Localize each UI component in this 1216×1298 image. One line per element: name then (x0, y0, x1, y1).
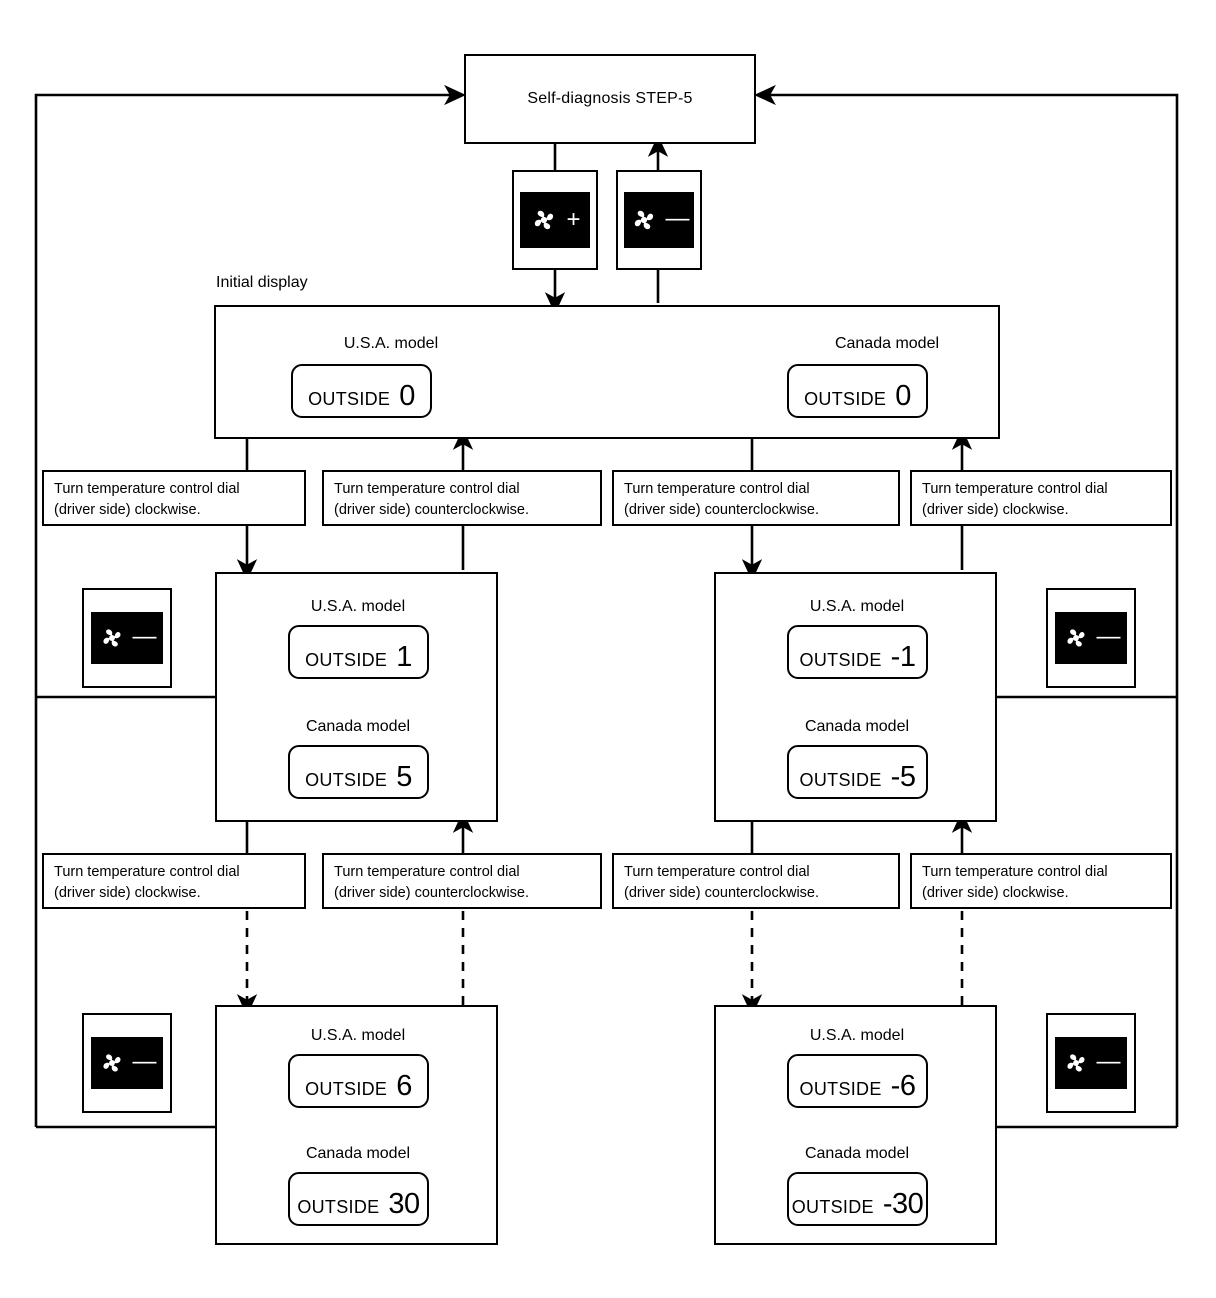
instruction-line-2: (driver side) counterclockwise. (624, 502, 820, 519)
lcd-value: 0 (895, 380, 911, 413)
fan-plus-plate: + (520, 192, 590, 248)
instruction-line-1: Turn temperature control dial (54, 481, 240, 497)
initial-display-box: U.S.A. model OUTSIDE 0 Canada model OUTS… (214, 305, 1000, 439)
lcd-value: -30 (882, 1188, 924, 1221)
lcd-value: 1 (396, 641, 412, 674)
fan-icon (535, 210, 554, 230)
lcd-value: 0 (399, 380, 415, 413)
instruction-line-2: (driver side) clockwise. (922, 502, 1069, 519)
lcd-mid-right-canada: OUTSIDE -5 (787, 745, 928, 799)
fan-icon (102, 629, 120, 647)
instruction-box-r2c4: Turn temperature control dial (driver si… (910, 853, 1172, 909)
side-fan-minus-button-right-mid[interactable]: — (1046, 588, 1136, 688)
fan-icon (1066, 629, 1084, 647)
instruction-line-1: Turn temperature control dial (334, 864, 520, 880)
usa-model-label: U.S.A. model (310, 1027, 406, 1044)
fan-icon (102, 1054, 120, 1072)
lcd-word: OUTSIDE (804, 389, 887, 410)
lcd-mid-left-canada: OUTSIDE 5 (288, 745, 429, 799)
lcd-mid-right-usa: OUTSIDE -1 (787, 625, 928, 679)
lcd-initial-canada: OUTSIDE 0 (787, 364, 928, 418)
lcd-mid-left-usa: OUTSIDE 1 (288, 625, 429, 679)
usa-model-label: U.S.A. model (310, 598, 406, 615)
state-box-mid-left: U.S.A. model OUTSIDE 1 Canada model OUTS… (215, 572, 498, 822)
instruction-box-r2c3: Turn temperature control dial (driver si… (612, 853, 900, 909)
lcd-bottom-right-usa: OUTSIDE -6 (787, 1054, 928, 1108)
lcd-word: OUTSIDE (305, 1079, 388, 1100)
lcd-word: OUTSIDE (305, 770, 388, 791)
fan-minus-plate: — (1055, 612, 1127, 664)
self-diagnosis-title-box: Self-diagnosis STEP-5 (464, 54, 756, 144)
fan-minus-plate: — (91, 612, 163, 664)
instruction-line-2: (driver side) clockwise. (54, 502, 201, 519)
lcd-word: OUTSIDE (799, 1079, 882, 1100)
fan-plus-button[interactable]: + (512, 170, 598, 270)
instruction-line-2: (driver side) counterclockwise. (624, 885, 820, 902)
lcd-word: OUTSIDE (297, 1197, 380, 1218)
instruction-line-2: (driver side) clockwise. (922, 885, 1069, 902)
lcd-value: 6 (396, 1070, 412, 1103)
side-fan-minus-button-left-mid[interactable]: — (82, 588, 172, 688)
fan-icon (1066, 1054, 1084, 1072)
usa-model-label: U.S.A. model (809, 598, 905, 615)
initial-display-label: Initial display (216, 274, 308, 291)
page-title: Self-diagnosis STEP-5 (527, 90, 693, 107)
lcd-value: -1 (890, 641, 916, 674)
fan-minus-plate: — (624, 192, 694, 248)
canada-model-label: Canada model (305, 1145, 411, 1162)
plus-sign: + (566, 206, 581, 233)
instruction-box-r2c2: Turn temperature control dial (driver si… (322, 853, 602, 909)
lcd-word: OUTSIDE (791, 1197, 874, 1218)
fan-minus-plate: — (1055, 1037, 1127, 1089)
side-fan-minus-button-left-bottom[interactable]: — (82, 1013, 172, 1113)
instruction-line-1: Turn temperature control dial (922, 864, 1108, 880)
usa-model-label: U.S.A. model (343, 335, 439, 352)
fan-minus-plate: — (91, 1037, 163, 1089)
lcd-initial-usa: OUTSIDE 0 (291, 364, 432, 418)
instruction-line-1: Turn temperature control dial (334, 481, 520, 497)
minus-sign: — (1096, 623, 1121, 650)
instruction-line-1: Turn temperature control dial (624, 481, 810, 497)
instruction-line-2: (driver side) clockwise. (54, 885, 201, 902)
lcd-value: 5 (396, 761, 412, 794)
state-box-bottom-right: U.S.A. model OUTSIDE -6 Canada model OUT… (714, 1005, 997, 1245)
lcd-bottom-left-usa: OUTSIDE 6 (288, 1054, 429, 1108)
instruction-box-r1c4: Turn temperature control dial (driver si… (910, 470, 1172, 526)
instruction-box-r1c2: Turn temperature control dial (driver si… (322, 470, 602, 526)
instruction-line-1: Turn temperature control dial (54, 864, 240, 880)
canada-model-label: Canada model (804, 1145, 910, 1162)
lcd-bottom-left-canada: OUTSIDE 30 (288, 1172, 429, 1226)
minus-sign: — (665, 205, 690, 232)
state-box-bottom-left: U.S.A. model OUTSIDE 6 Canada model OUTS… (215, 1005, 498, 1245)
usa-model-label: U.S.A. model (809, 1027, 905, 1044)
lcd-value: 30 (388, 1188, 420, 1221)
canada-model-label: Canada model (834, 335, 940, 352)
fan-minus-button[interactable]: — (616, 170, 702, 270)
fan-icon (634, 210, 653, 230)
instruction-line-1: Turn temperature control dial (624, 864, 810, 880)
canada-model-label: Canada model (804, 718, 910, 735)
canada-model-label: Canada model (305, 718, 411, 735)
lcd-value: -6 (890, 1070, 916, 1103)
instruction-box-r2c1: Turn temperature control dial (driver si… (42, 853, 306, 909)
side-fan-minus-button-right-bottom[interactable]: — (1046, 1013, 1136, 1113)
minus-sign: — (132, 623, 157, 650)
lcd-word: OUTSIDE (799, 770, 882, 791)
instruction-box-r1c1: Turn temperature control dial (driver si… (42, 470, 306, 526)
minus-sign: — (1096, 1048, 1121, 1075)
lcd-bottom-right-canada: OUTSIDE -30 (787, 1172, 928, 1226)
minus-sign: — (132, 1048, 157, 1075)
lcd-word: OUTSIDE (305, 650, 388, 671)
lcd-value: -5 (890, 761, 916, 794)
lcd-word: OUTSIDE (308, 389, 391, 410)
instruction-line-2: (driver side) counterclockwise. (334, 885, 530, 902)
state-box-mid-right: U.S.A. model OUTSIDE -1 Canada model OUT… (714, 572, 997, 822)
instruction-line-1: Turn temperature control dial (922, 481, 1108, 497)
instruction-line-2: (driver side) counterclockwise. (334, 502, 530, 519)
lcd-word: OUTSIDE (799, 650, 882, 671)
instruction-box-r1c3: Turn temperature control dial (driver si… (612, 470, 900, 526)
